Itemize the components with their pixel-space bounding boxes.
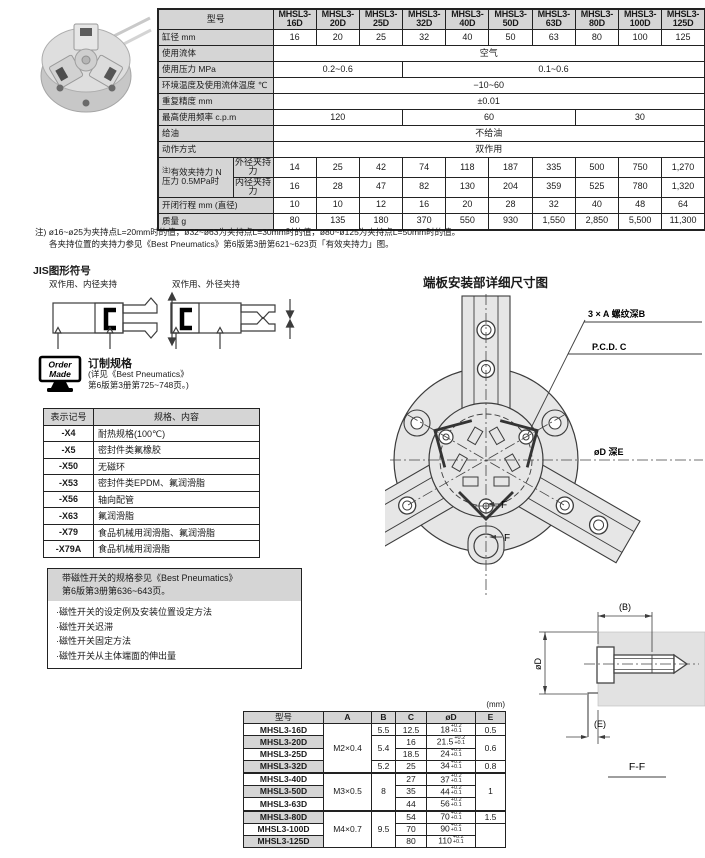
stroke-row: 开闭行程 mm (直径) 10 10 12 16 20 28 32 40 48 …	[157, 196, 705, 214]
temp-row: 环境温度及使用流体温度 ℃ −10~60	[157, 76, 705, 94]
mass-row: 质量 g 80 135 180 370 550 930 1,550 2,850 …	[157, 212, 705, 231]
jis-symbol-internal-grip	[52, 291, 177, 349]
jis-right-label: 双作用、外径夹持	[172, 279, 241, 289]
switch-note-header: 带磁性开关的规格参见《Best Pneumatics》 第6版第3册第636~6…	[48, 569, 301, 601]
force-int-row: 内径夹持力 16 28 47 82 130 204 359 525 780 1,…	[158, 176, 705, 198]
lubrication-row: 给油 不给油	[157, 124, 705, 142]
dim-d	[539, 631, 597, 695]
fluid-row: 使用流体 空气	[157, 44, 705, 62]
dim-header-row: 型号 A B C øD E	[243, 710, 506, 725]
dim-unit-label: (mm)	[486, 700, 505, 709]
svg-text:Order: Order	[48, 360, 72, 370]
section-caption: F-F	[629, 761, 645, 773]
pressure-row: 使用压力 MPa 0.2~0.6 0.1~0.6	[157, 60, 705, 78]
jis-symbol-external-grip	[170, 299, 295, 349]
jis-left-label: 双作用、内径夹持	[49, 279, 118, 289]
order-made-title: 订制规格	[88, 358, 132, 370]
dim-b	[597, 612, 653, 652]
bore-depth-label: øD 深E	[594, 446, 624, 457]
action-row: 动作方式 双作用	[157, 140, 705, 158]
dim-e	[566, 710, 610, 744]
gripper-jaws	[49, 23, 123, 89]
bore-row: 缸径 mm 16 20 25 32 40 50 63 80 100 125	[157, 28, 705, 46]
frequency-row: 最高使用频率 c.p.m 120 60 30	[157, 108, 705, 126]
leader-lines	[527, 319, 702, 435]
dimension-table: 型号 A B C øD E MHSL3-16D M2×0.4 5.5 12.5 …	[243, 710, 506, 849]
centerlines	[390, 294, 703, 598]
svg-text:F: F	[501, 500, 507, 511]
section-ff-drawing: (B) øD (E) F-F	[533, 602, 705, 778]
table-footnote: 注) ø16~ø25为夹持点L=20mm时的值，ø32~ø63为夹持点L=30m…	[35, 227, 461, 249]
spec-header-row: 型号 MHSL3-16D MHSL3-20D MHSL3-25D MHSL3-3…	[157, 8, 705, 30]
section-f-markers: F F	[487, 500, 510, 544]
switch-note-items: ·磁性开关的设定例及安装位置设定方法 ·磁性开关迟滞 ·磁性开关固定方法 ·磁性…	[56, 607, 212, 661]
order-made-sub: (详见《Best Pneumatics》 第6版第3册第725~748页。)	[88, 369, 189, 390]
dim-e-label: (E)	[594, 719, 606, 729]
thread-label: 3 × A 螺纹深B	[588, 308, 646, 319]
svg-text:Made: Made	[49, 369, 71, 379]
gripper-face-drawing: 3 × A 螺纹深B P.C.D. C øD 深E F F	[385, 294, 703, 598]
jis-section-title: JIS图形符号	[33, 265, 91, 277]
switch-note-box: 带磁性开关的规格参见《Best Pneumatics》 第6版第3册第636~6…	[47, 568, 302, 669]
order-made-icon: Order Made	[38, 355, 82, 392]
spec-table: 型号 MHSL3-16D MHSL3-20D MHSL3-25D MHSL3-3…	[157, 8, 705, 231]
dim-d-label: øD	[533, 658, 543, 670]
corner-label: 型号	[157, 8, 274, 30]
drawing-title: 端板安装部详细尺寸图	[423, 276, 549, 290]
svg-text:F: F	[504, 533, 510, 544]
product-photo-gripper	[40, 16, 152, 113]
dim-b-label: (B)	[619, 602, 631, 612]
repeatability-row: 重复精度 mm ±0.01	[157, 92, 705, 110]
pcd-label: P.C.D. C	[592, 342, 627, 352]
